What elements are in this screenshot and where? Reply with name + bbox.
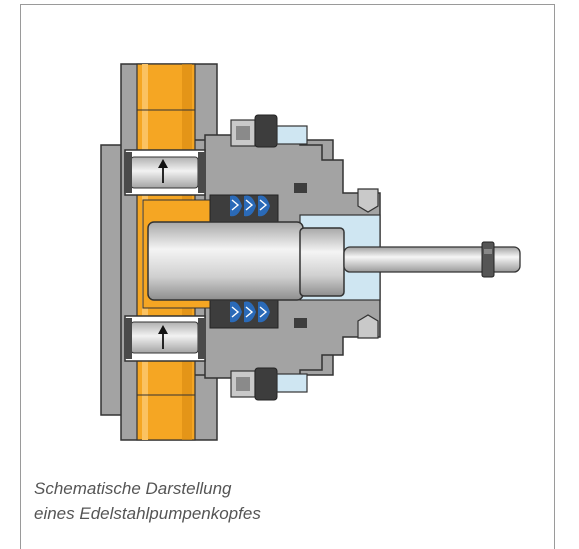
bottom-clamp: [230, 367, 308, 401]
seal-pack-bottom: [209, 299, 279, 329]
caption-line-1: Schematische Darstellung: [34, 479, 232, 498]
bolt-head: [294, 183, 307, 193]
valve-top: [124, 149, 206, 196]
figure-caption: Schematische Darstellung eines Edelstahl…: [34, 476, 514, 526]
plunger: [147, 221, 345, 301]
seal-pack-top: [209, 194, 279, 224]
piston-rod: [343, 241, 521, 278]
bolt-head: [294, 318, 307, 328]
arrow-up-icon: [158, 325, 168, 349]
valve-bottom: [124, 315, 206, 362]
pump-head-schematic: [100, 63, 521, 441]
caption-line-2: eines Edelstahlpumpenkopfes: [34, 504, 261, 523]
arrow-up-icon: [158, 159, 168, 183]
top-clamp: [230, 114, 308, 148]
right-nut-bottom: [357, 314, 379, 339]
right-nut-top: [357, 188, 379, 213]
